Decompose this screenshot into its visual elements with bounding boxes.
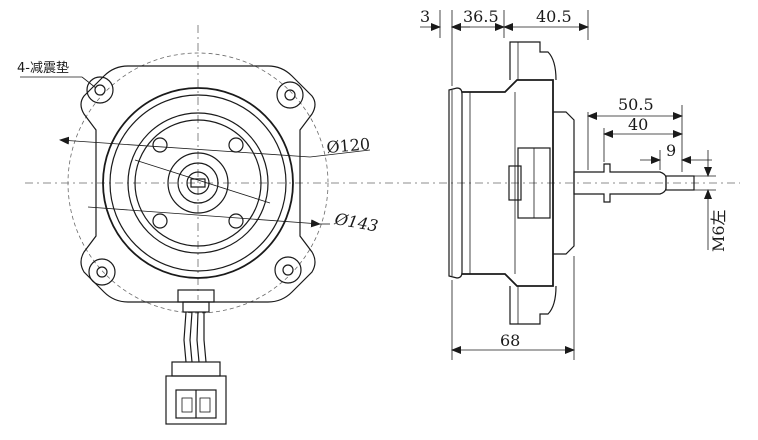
- shaft-flat: [190, 178, 206, 188]
- mounting-plate: [80, 65, 316, 303]
- cable-outlet: [177, 289, 215, 363]
- damper-label: 4-减震垫: [17, 60, 69, 76]
- top-bracket: [509, 41, 557, 81]
- thread-label: M6左: [709, 209, 728, 252]
- side-view: [448, 41, 695, 325]
- damper-pads: [86, 76, 304, 286]
- dia-120-label: Ø120: [326, 134, 371, 157]
- bolt-holes: [152, 137, 244, 229]
- dia-120-leader: [59, 136, 311, 158]
- hub-outer: [167, 152, 229, 214]
- dia-143-leader: [87, 206, 321, 228]
- shaft-thread: [665, 175, 695, 191]
- body-ring-2: [109, 94, 287, 272]
- body-ring-3: [127, 112, 269, 254]
- hub-inner: [186, 171, 210, 195]
- dim-40-label: 40: [628, 115, 648, 134]
- side-dimensions: [420, 10, 716, 360]
- dim-9-label: 9: [666, 141, 676, 160]
- main-body: [462, 79, 554, 287]
- front-cap: [448, 87, 463, 279]
- connector-plug: [165, 361, 227, 425]
- dim-50-5-label: 50.5: [618, 95, 654, 114]
- dim-68-label: 68: [500, 331, 520, 350]
- body-outer-ring: [102, 87, 294, 279]
- center-lines: [25, 25, 740, 300]
- front-view: [20, 52, 371, 425]
- dim-3-label: 3: [420, 7, 430, 26]
- body-ring-4: [134, 119, 262, 247]
- dim-36-5-label: 36.5: [463, 7, 499, 26]
- hub-mid: [177, 162, 219, 204]
- dim-40-5-label: 40.5: [536, 7, 572, 26]
- bottom-bracket: [509, 285, 557, 325]
- dia-143-label: Ø143: [332, 209, 379, 235]
